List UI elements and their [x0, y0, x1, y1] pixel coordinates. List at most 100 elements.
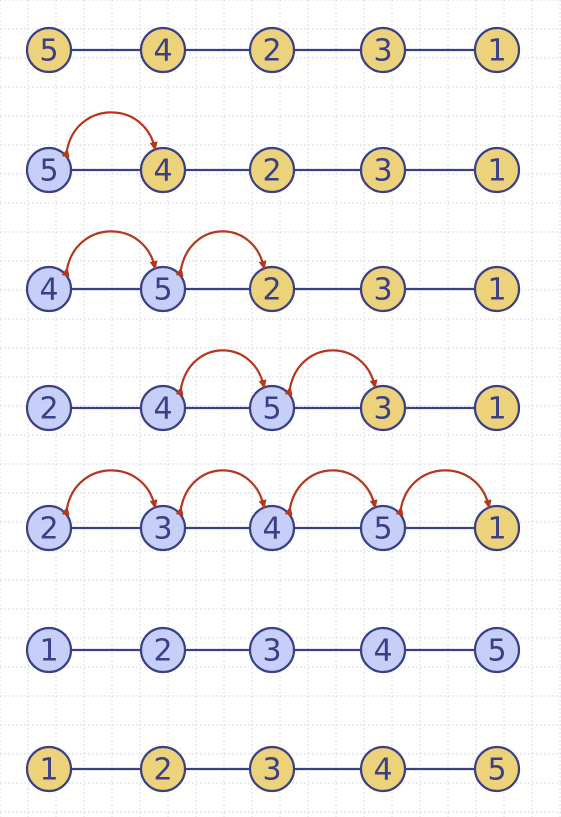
node-label: 2 [39, 392, 58, 427]
node-label: 4 [373, 753, 392, 788]
node-circle [359, 504, 407, 552]
node-label: 1 [487, 154, 506, 189]
node-label: 1 [39, 634, 58, 669]
node-label: 2 [262, 34, 281, 69]
list-node: 3 [359, 26, 407, 74]
node-label: 5 [39, 154, 58, 189]
node-circle [139, 26, 187, 74]
list-node: 1 [25, 626, 73, 674]
node-label: 2 [153, 634, 172, 669]
list-node: 5 [359, 504, 407, 552]
node-circle [25, 384, 73, 432]
node-label: 3 [373, 392, 392, 427]
list-node: 4 [248, 504, 296, 552]
node-circle [473, 504, 521, 552]
node-label: 1 [487, 34, 506, 69]
swap-arrow [61, 111, 158, 158]
list-node: 5 [473, 626, 521, 674]
node-circle [473, 146, 521, 194]
swap-arrow [175, 349, 267, 396]
list-node: 4 [139, 384, 187, 432]
node-circle [473, 265, 521, 313]
swap-arrow [284, 349, 378, 396]
node-circle [473, 626, 521, 674]
node-circle [473, 384, 521, 432]
node-label: 1 [487, 273, 506, 308]
node-label: 4 [262, 512, 281, 547]
node-circle [359, 626, 407, 674]
node-label: 2 [262, 273, 281, 308]
node-circle [139, 384, 187, 432]
node-circle [25, 745, 73, 793]
node-circle [248, 26, 296, 74]
node-label: 3 [373, 34, 392, 69]
list-node: 4 [139, 26, 187, 74]
node-circle [248, 504, 296, 552]
list-node: 5 [139, 265, 187, 313]
node-label: 5 [487, 634, 506, 669]
swap-arrow [175, 469, 267, 516]
list-node: 2 [25, 504, 73, 552]
node-label: 3 [262, 753, 281, 788]
node-label: 1 [39, 753, 58, 788]
list-node: 2 [139, 626, 187, 674]
list-node: 3 [359, 265, 407, 313]
swap-arrow [61, 469, 158, 516]
list-node: 1 [473, 146, 521, 194]
sort-step-row: 1 2 3 4 5 [25, 626, 521, 674]
sort-step-row: 2 4 5 3 1 [25, 349, 521, 432]
node-label: 5 [153, 273, 172, 308]
node-label: 4 [373, 634, 392, 669]
list-node: 3 [139, 504, 187, 552]
node-label: 4 [153, 34, 172, 69]
node-circle [248, 626, 296, 674]
node-label: 1 [487, 392, 506, 427]
swap-arrow [61, 230, 158, 277]
sort-step-row: 1 2 3 4 5 [25, 745, 521, 793]
node-label: 2 [153, 753, 172, 788]
node-circle [359, 26, 407, 74]
node-circle [473, 26, 521, 74]
node-circle [359, 384, 407, 432]
list-node: 2 [139, 745, 187, 793]
list-node: 2 [248, 146, 296, 194]
node-label: 3 [373, 154, 392, 189]
node-circle [359, 265, 407, 313]
node-circle [139, 265, 187, 313]
list-node: 4 [359, 745, 407, 793]
node-label: 2 [39, 512, 58, 547]
node-label: 5 [487, 753, 506, 788]
node-label: 3 [153, 512, 172, 547]
node-label: 5 [262, 392, 281, 427]
list-node: 1 [25, 745, 73, 793]
node-circle [359, 146, 407, 194]
node-circle [25, 26, 73, 74]
node-label: 1 [487, 512, 506, 547]
list-node: 2 [248, 265, 296, 313]
node-circle [139, 745, 187, 793]
list-node: 4 [25, 265, 73, 313]
list-node: 4 [359, 626, 407, 674]
sort-step-row: 2 3 4 5 1 [25, 469, 521, 552]
swap-arrow [284, 469, 378, 516]
swap-arrow [395, 469, 492, 516]
list-node: 5 [25, 146, 73, 194]
node-label: 3 [262, 634, 281, 669]
node-circle [139, 504, 187, 552]
sort-step-row: 4 5 2 3 1 [25, 230, 521, 313]
node-circle [248, 146, 296, 194]
list-node: 1 [473, 265, 521, 313]
list-node: 1 [473, 384, 521, 432]
swap-arrow [175, 230, 267, 277]
node-label: 4 [39, 273, 58, 308]
node-circle [25, 146, 73, 194]
list-node: 1 [473, 504, 521, 552]
node-label: 3 [373, 273, 392, 308]
list-node: 5 [473, 745, 521, 793]
list-node: 5 [25, 26, 73, 74]
node-circle [248, 384, 296, 432]
list-node: 5 [248, 384, 296, 432]
